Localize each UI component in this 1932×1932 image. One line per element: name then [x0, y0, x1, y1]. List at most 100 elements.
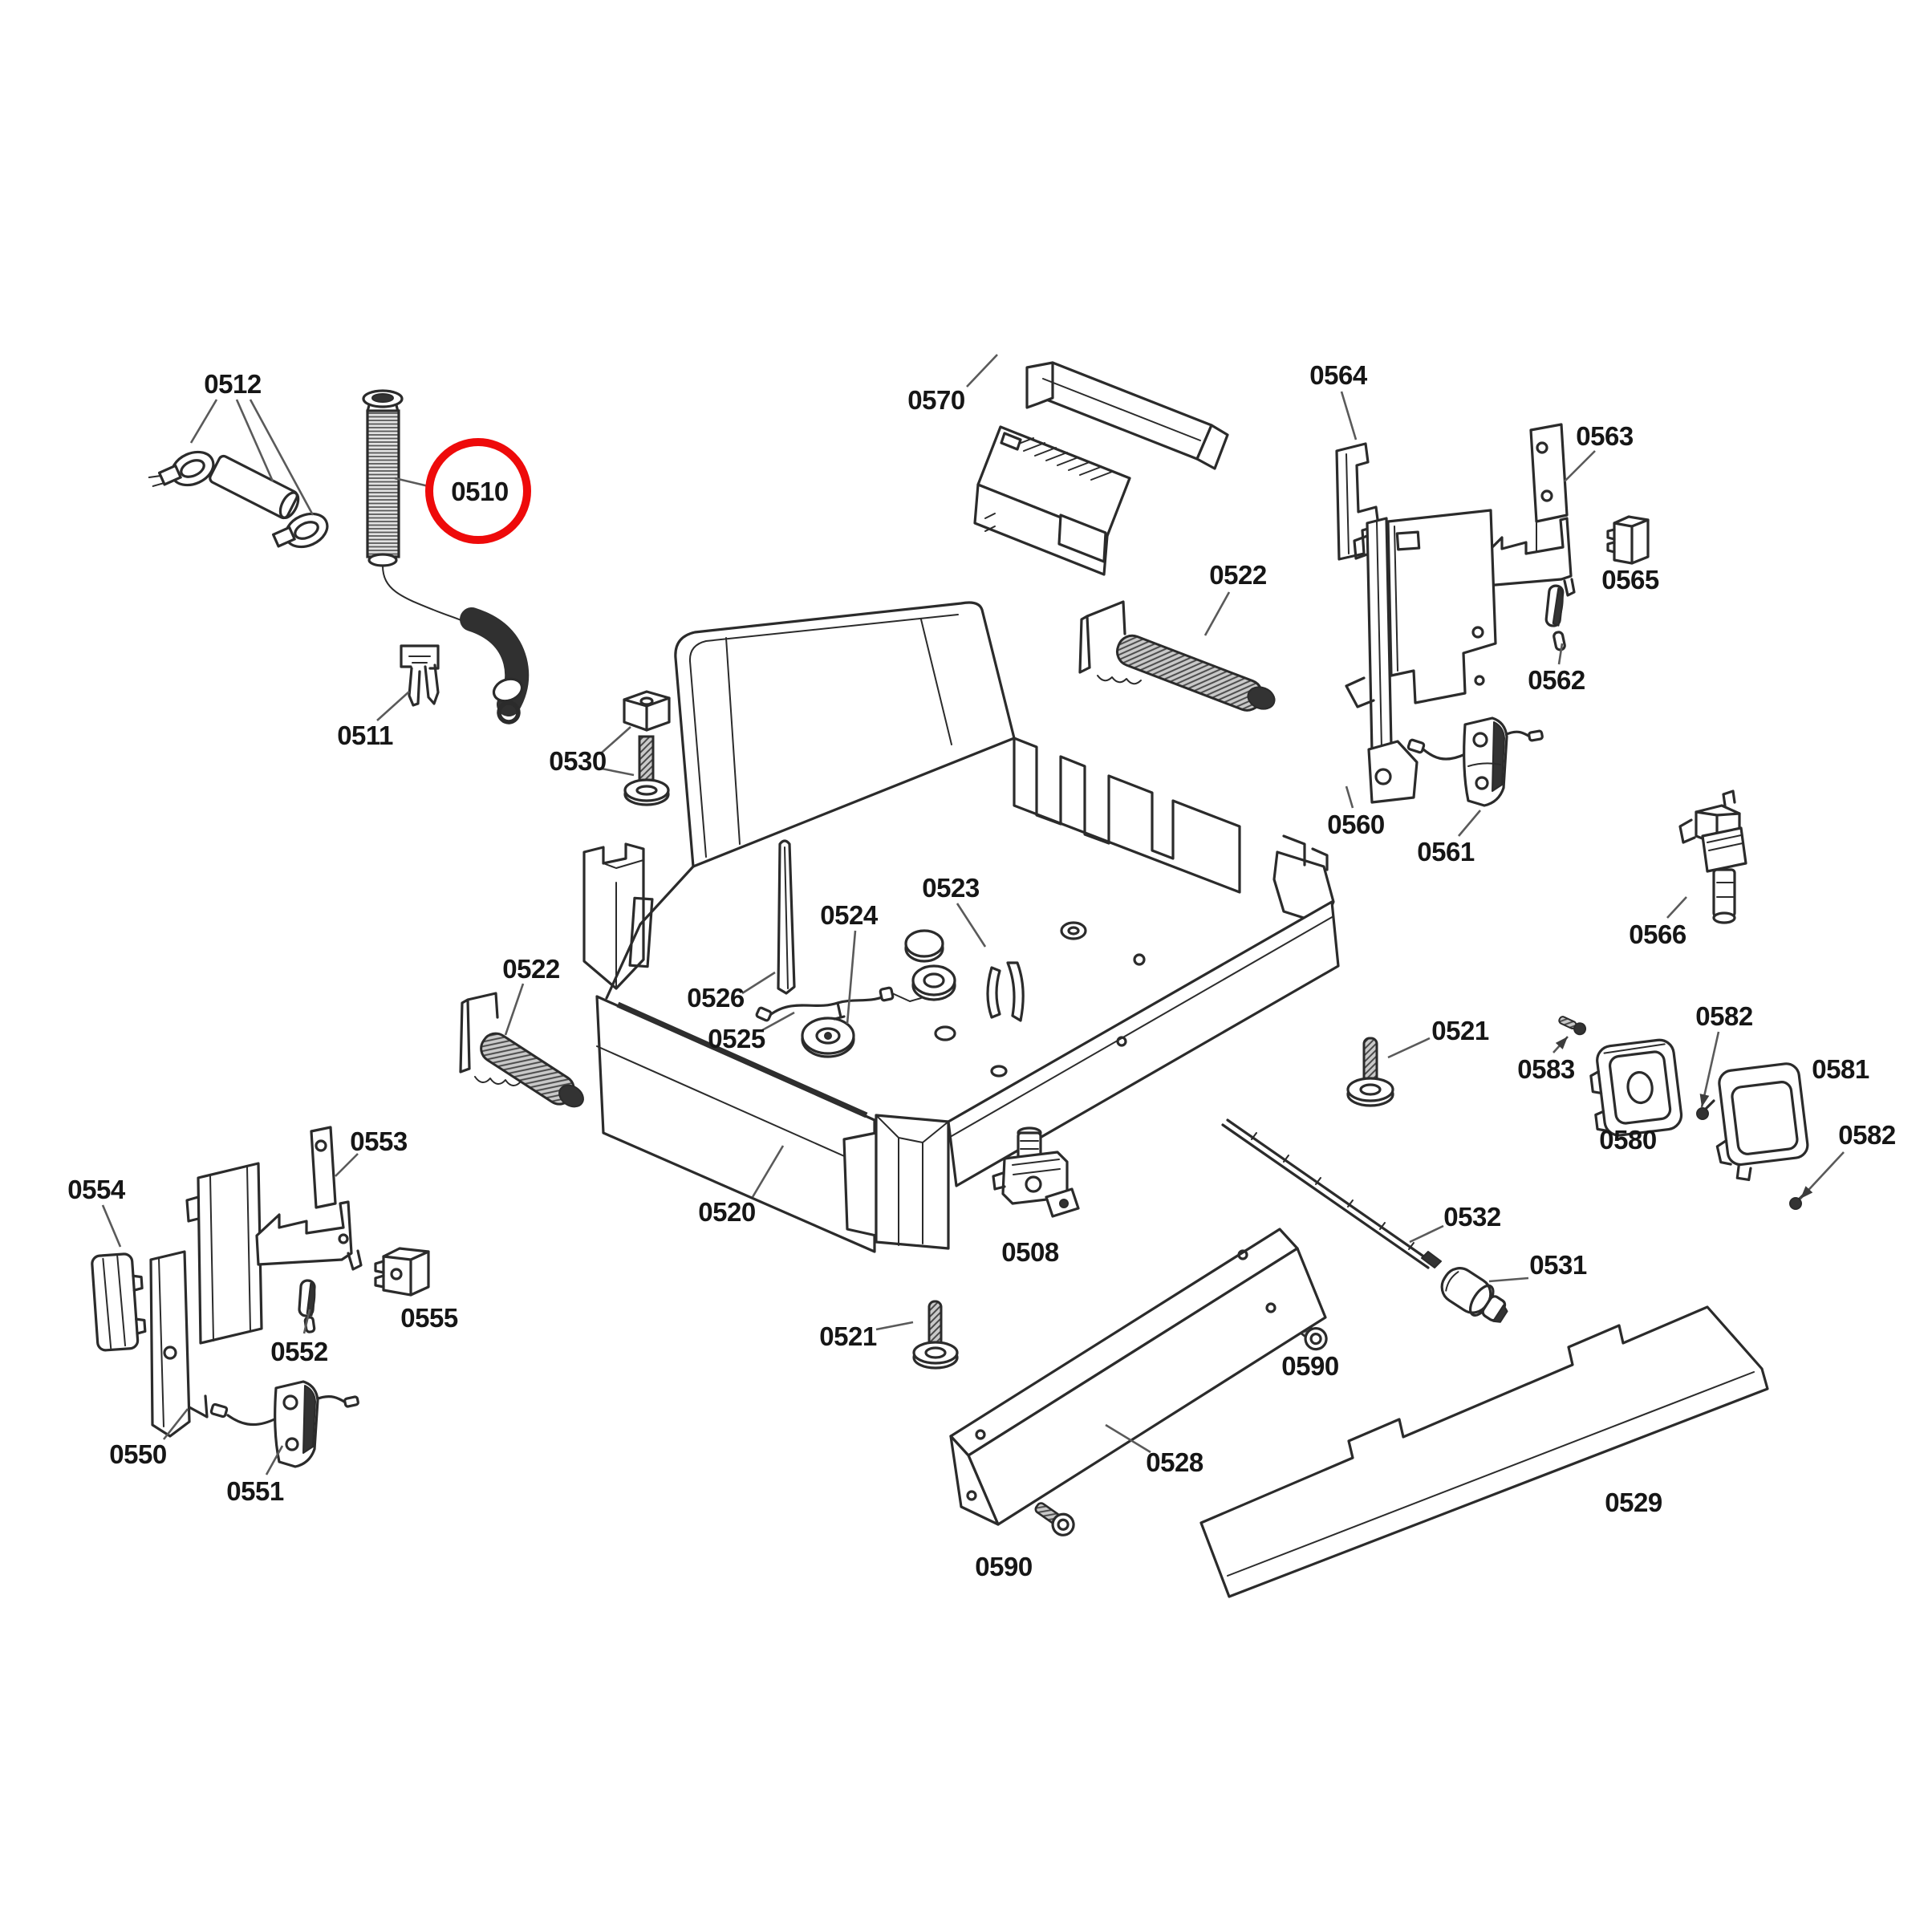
part-label-0566: 0566	[1629, 919, 1686, 949]
leader-line-0530	[601, 767, 635, 777]
leader-line-0526	[741, 971, 776, 995]
leader-line-0528	[1105, 1423, 1151, 1454]
part-0582-screw-top	[1696, 1099, 1715, 1120]
part-0522-damper-spring-right	[1078, 600, 1276, 712]
part-0563-bracket	[1483, 423, 1576, 597]
part-0562-pin	[1544, 584, 1566, 651]
leader-line-0511	[376, 691, 410, 721]
part-label-0524: 0524	[820, 900, 879, 930]
part-0508-water-valve	[992, 1126, 1080, 1218]
part-label-0560: 0560	[1327, 810, 1384, 839]
part-label-0526: 0526	[687, 983, 745, 1013]
part-label-0563: 0563	[1576, 421, 1634, 451]
part-0566-inlet-valve	[1678, 789, 1747, 924]
part-0525-wiring-harness	[755, 986, 922, 1022]
leader-line-0553	[335, 1153, 359, 1177]
part-label-0530: 0530	[549, 746, 606, 776]
part-label-0583: 0583	[1517, 1054, 1575, 1084]
leader-line-0523	[956, 903, 987, 948]
leader-line-0512	[249, 399, 315, 516]
part-0554-cover-plate	[91, 1252, 147, 1352]
leader-line-0522	[504, 983, 525, 1036]
part-0521-leveling-screw-front	[912, 1300, 959, 1370]
part-0530-adjusting-foot	[623, 690, 671, 806]
leader-line-0512	[189, 399, 218, 444]
part-0561-door-latch	[1406, 716, 1544, 807]
part-0552-pin	[298, 1279, 316, 1333]
part-label-0510-highlighted: 0510	[451, 477, 508, 506]
leader-line-0570	[966, 354, 998, 388]
part-0553-bracket	[255, 1126, 363, 1271]
part-label-0582: 0582	[1838, 1120, 1896, 1150]
part-label-0590: 0590	[1281, 1351, 1338, 1381]
leader-lines	[101, 354, 1845, 1475]
part-label-0520: 0520	[698, 1197, 755, 1227]
leader-line-0522	[1203, 591, 1231, 636]
part-label-0508: 0508	[1001, 1237, 1059, 1267]
part-label-0522: 0522	[502, 954, 560, 984]
part-0583-screw	[1558, 1016, 1587, 1036]
part-0523-mounting-clips	[904, 929, 1025, 1022]
part-label-0590: 0590	[975, 1552, 1032, 1581]
part-label-0525: 0525	[708, 1024, 765, 1053]
part-label-0521: 0521	[1431, 1016, 1489, 1045]
part-label-0523: 0523	[922, 873, 980, 903]
leader-line-0531	[1488, 1276, 1529, 1283]
part-0570-control-module	[973, 361, 1229, 576]
part-0522-damper-spring-left	[459, 992, 584, 1108]
leader-line-0582	[1700, 1031, 1720, 1108]
part-label-0580: 0580	[1599, 1125, 1656, 1155]
leader-line-0510	[394, 477, 429, 488]
leader-line-0524	[846, 930, 857, 1025]
part-label-0522: 0522	[1209, 560, 1267, 590]
part-label-0581: 0581	[1812, 1054, 1869, 1084]
part-label-0528: 0528	[1146, 1447, 1203, 1477]
leader-line-0521	[875, 1321, 914, 1331]
leader-line-0560	[1345, 785, 1354, 809]
part-label-0529: 0529	[1605, 1488, 1662, 1517]
part-0529-base-plate	[1199, 1305, 1769, 1598]
leader-arrow-0583	[1555, 1037, 1568, 1049]
part-label-0562: 0562	[1528, 665, 1585, 695]
leader-arrow-0582	[1699, 1094, 1710, 1107]
part-0532-rod	[1221, 1118, 1442, 1269]
part-0526-support-pin	[777, 839, 796, 995]
part-label-0521: 0521	[819, 1321, 877, 1351]
part-label-0511: 0511	[337, 720, 393, 750]
leader-line-0512	[235, 399, 274, 482]
part-label-0512: 0512	[204, 369, 262, 399]
part-0580-housing	[1589, 1038, 1683, 1137]
leader-line-0525	[761, 1011, 795, 1032]
part-0511-clip	[400, 644, 440, 707]
part-0520-base-assembly	[582, 601, 1340, 1253]
part-label-0553: 0553	[350, 1126, 408, 1156]
part-0512-hose-clamps-and-tube	[148, 450, 329, 549]
part-label-0561: 0561	[1417, 837, 1475, 867]
part-0531-cylinder	[1440, 1267, 1508, 1323]
part-0521-leveling-screw-right	[1346, 1037, 1394, 1107]
part-label-0582: 0582	[1695, 1001, 1753, 1031]
leader-line-0550	[162, 1408, 189, 1440]
part-label-0531: 0531	[1529, 1250, 1587, 1280]
part-label-0554: 0554	[67, 1175, 126, 1204]
leader-line-0521	[1387, 1037, 1431, 1059]
part-label-0564: 0564	[1309, 360, 1368, 390]
leader-line-0563	[1564, 450, 1596, 482]
part-label-0550: 0550	[109, 1439, 166, 1469]
highlight-circle-0510	[425, 438, 531, 544]
part-label-0555: 0555	[400, 1303, 458, 1333]
part-labels: 0512051005110570056405630565056205220560…	[67, 360, 1896, 1581]
leader-line-0561	[1458, 810, 1481, 837]
part-0528-access-panel	[949, 1228, 1327, 1526]
leader-line-0532	[1409, 1224, 1444, 1244]
part-0565-block	[1606, 515, 1650, 565]
leader-line-0551	[265, 1445, 284, 1475]
part-0524-pump-wheel	[801, 1017, 855, 1058]
part-label-0532: 0532	[1443, 1202, 1501, 1232]
leader-line-0562	[1557, 643, 1564, 665]
part-label-0552: 0552	[270, 1337, 328, 1366]
part-0560-mounting-bracket	[1345, 509, 1497, 804]
leader-line-0554	[101, 1204, 122, 1248]
